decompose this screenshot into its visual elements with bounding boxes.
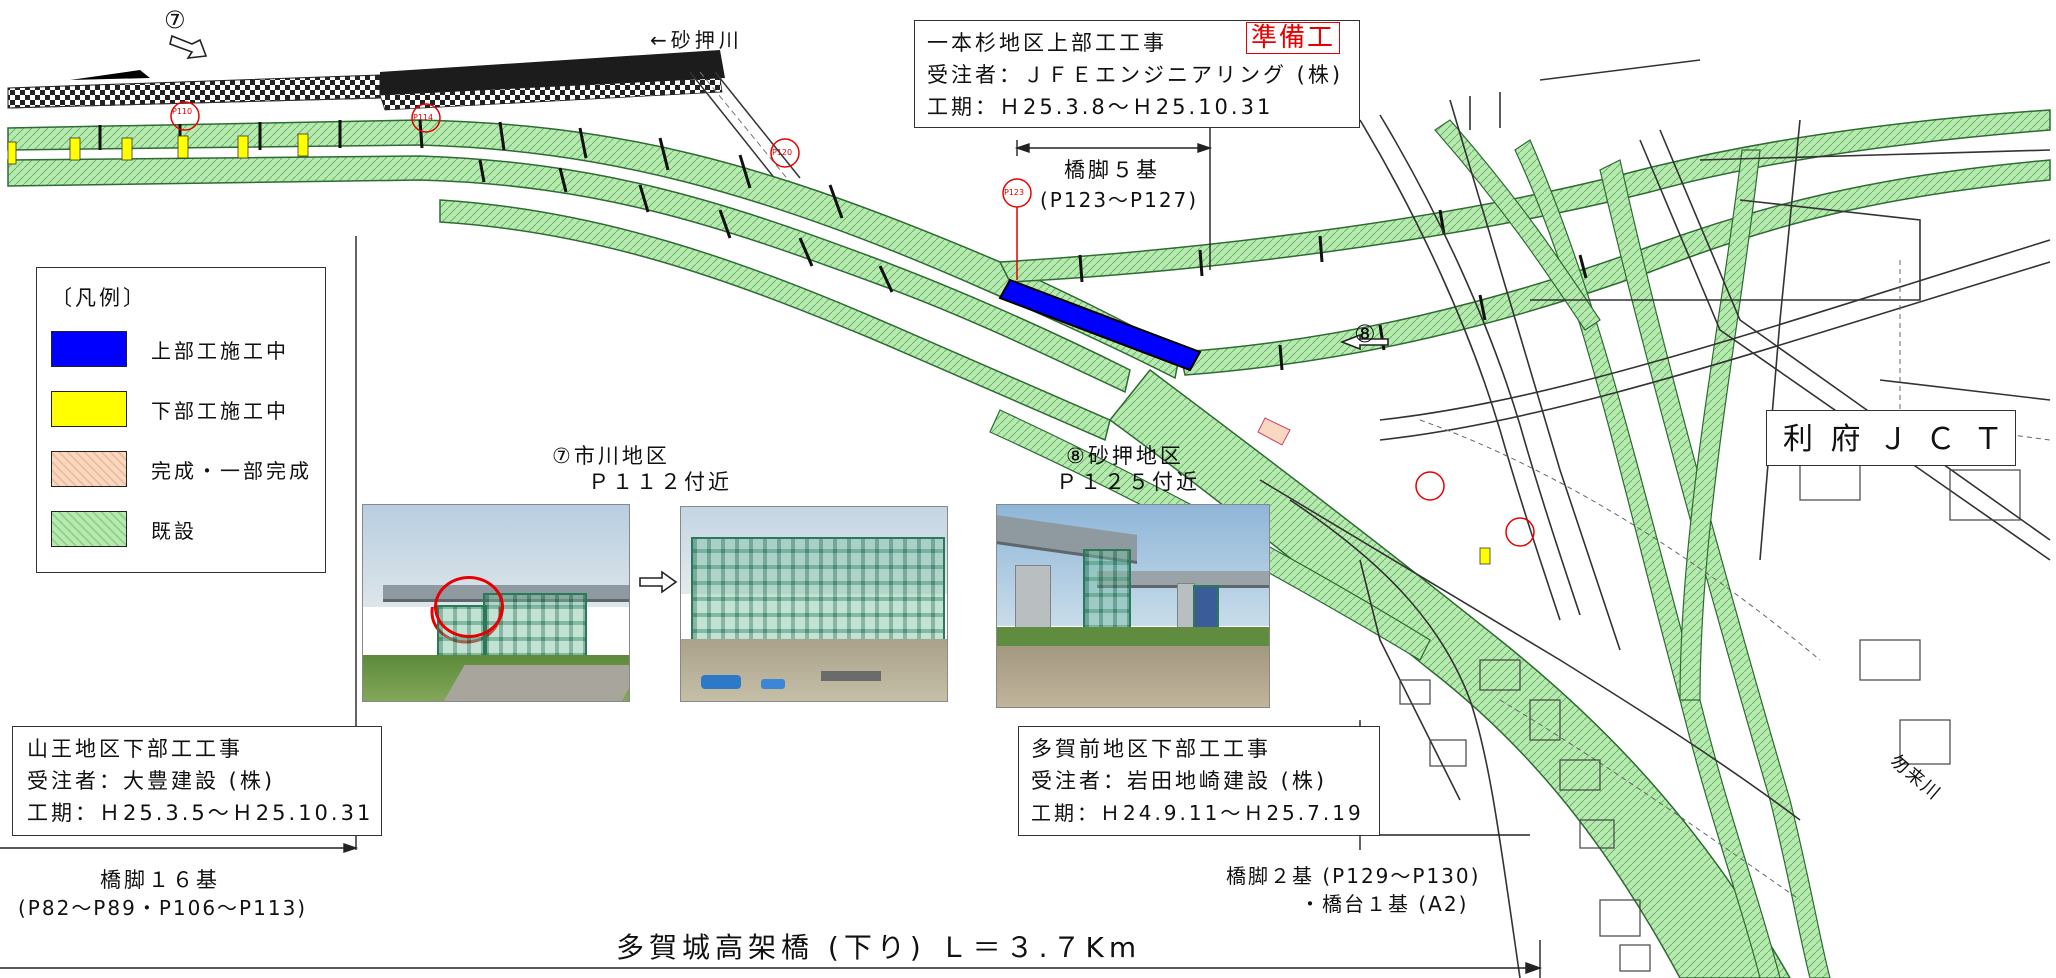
road-network — [1259, 59, 2051, 978]
legend-item-lower: 下部工施工中 — [51, 390, 289, 428]
completed-segment — [1257, 417, 1291, 446]
contract-box-sanno: 山王地区下部工工事 受注者：大豊建設 (株) 工期：Ｈ25.3.5～Ｈ25.10… — [12, 726, 382, 836]
photo7-caption-1: ⑦市川地区 — [552, 444, 670, 468]
legend-swatch-upper — [51, 331, 127, 367]
legend-item-completed: 完成・一部完成 — [51, 450, 312, 488]
contract-ippon-name: 一本杉地区上部工工事 — [927, 31, 1167, 55]
p110-label: P110 — [172, 107, 193, 116]
legend-swatch-lower — [51, 391, 127, 427]
legend-label-lower: 下部工施工中 — [151, 398, 289, 423]
photo8-caption-1: ⑧砂押地区 — [1066, 444, 1184, 468]
contract-sanno-period: 工期：Ｈ25.3.5～Ｈ25.10.31 — [27, 801, 374, 825]
p114-label: P114 — [413, 113, 434, 122]
river-sunaoshi-label: ←砂押川 — [650, 28, 743, 52]
direction-arrows — [169, 34, 1389, 594]
contract-ippon-contractor: 受注者：ＪＦＥエンジニアリング (株) — [927, 63, 1344, 87]
contract-tagamae-period: 工期：Ｈ24.9.11～Ｈ25.7.19 — [1031, 801, 1364, 825]
p120-label: P120 — [772, 148, 793, 157]
photo7-caption-2: Ｐ１１２付近 — [588, 470, 732, 494]
bridge-title: 多賀城高架橋 (下り) Ｌ＝３.７Km — [616, 931, 1142, 964]
pier5-range: (P123～P127) — [1040, 188, 1199, 212]
building-parcels — [1399, 439, 2021, 972]
river-bank-strip — [7, 50, 725, 111]
site-photo-ichikawa-after — [680, 506, 948, 702]
marker-8-label: ⑧ — [1354, 320, 1379, 348]
road-network-dashed — [1419, 260, 2051, 901]
pier16-title: 橋脚１６基 — [100, 868, 220, 892]
junction-box: 利 府 Ｊ Ｃ Ｔ — [1766, 410, 2016, 466]
upper-work-segment — [998, 278, 1202, 372]
legend-label-upper: 上部工施工中 — [151, 338, 289, 363]
photo-highlight-circle — [434, 576, 504, 638]
junction-label: 利 府 Ｊ Ｃ Ｔ — [1783, 422, 2008, 457]
legend-panel: 〔凡例〕 上部工施工中 下部工施工中 完成・一部完成 既設 — [36, 267, 326, 573]
contract-sanno-name: 山王地区下部工工事 — [27, 737, 243, 761]
legend-label-completed: 完成・一部完成 — [151, 458, 312, 483]
legend-swatch-existing — [51, 511, 127, 547]
pier2-line1: 橋脚２基 (P129～P130) — [1226, 864, 1481, 888]
legend-item-upper: 上部工施工中 — [51, 330, 289, 368]
pier2-line2: ・橋台１基 (A2) — [1300, 892, 1469, 916]
substructure-in-progress — [7, 133, 1491, 565]
pier16-range: (P82～P89・P106～P113) — [18, 896, 308, 920]
sunaoshi-river-channel — [689, 71, 801, 186]
contract-sanno-contractor: 受注者：大豊建設 (株) — [27, 769, 276, 793]
legend-title: 〔凡例〕 — [51, 286, 147, 310]
legend-item-existing: 既設 — [51, 510, 197, 548]
status-badge: 準備工 — [1246, 22, 1341, 54]
contract-ippon-period: 工期：Ｈ25.3.8～Ｈ25.10.31 — [927, 95, 1274, 119]
contract-tagamae-name: 多賀前地区下部工工事 — [1031, 737, 1271, 761]
photo8-caption-2: Ｐ１２５付近 — [1056, 470, 1200, 494]
legend-label-existing: 既設 — [151, 518, 197, 543]
contract-box-tagamae: 多賀前地区下部工工事 受注者：岩田地崎建設 (株) 工期：Ｈ24.9.11～Ｈ2… — [1018, 726, 1380, 836]
p123-label: P123 — [1004, 188, 1025, 197]
pier-marks — [98, 119, 1588, 371]
contract-tagamae-contractor: 受注者：岩田地崎建設 (株) — [1031, 769, 1328, 793]
site-photo-sunaoshi — [996, 504, 1270, 708]
legend-swatch-completed — [51, 451, 127, 487]
dimension-lines — [0, 100, 1543, 978]
marker-7-label: ⑦ — [164, 6, 189, 34]
pier5-title: 橋脚５基 — [1064, 158, 1160, 182]
